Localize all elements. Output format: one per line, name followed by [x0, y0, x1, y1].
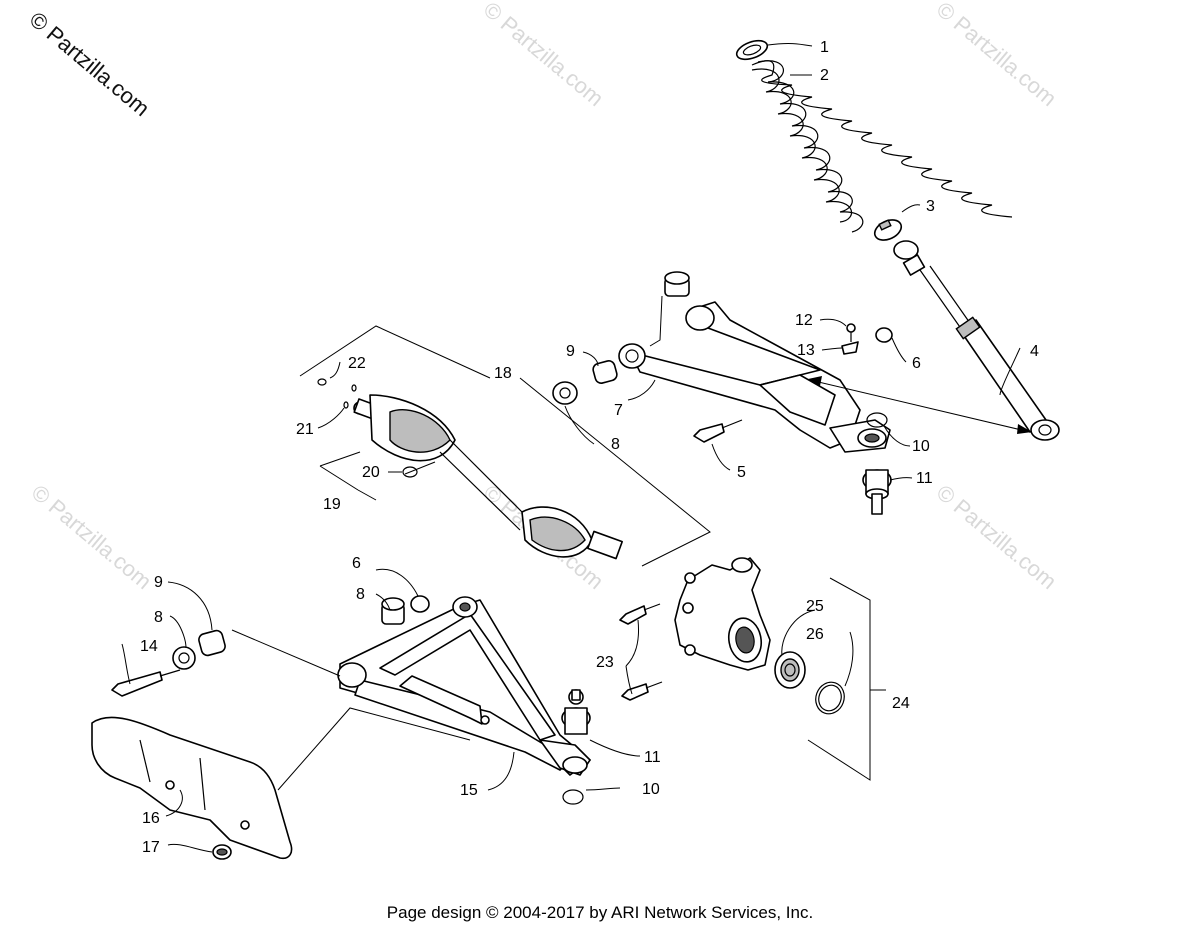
watermarks-faint: © Partzilla.com © Partzilla.com © Partzi… — [27, 0, 1062, 594]
bearing-25 — [774, 651, 806, 689]
callout-8-bolt: 8 — [154, 609, 163, 626]
callout-14: 14 — [140, 638, 158, 655]
nut-6-upper — [875, 327, 893, 343]
callout-8: 8 — [611, 436, 620, 453]
callout-21: 21 — [296, 421, 314, 438]
callout-26: 26 — [806, 626, 824, 643]
ring-20 — [402, 466, 418, 478]
watermark-main: © Partzilla.com — [25, 7, 155, 121]
callout-23: 23 — [596, 654, 614, 671]
callout-4: 4 — [1030, 343, 1039, 360]
bolt-17 — [212, 844, 232, 860]
bushing-9-lower — [198, 629, 226, 657]
watermark-text: © Partzilla.com — [27, 480, 157, 594]
steering-knuckle — [674, 557, 771, 671]
flange-8-upper — [552, 381, 578, 405]
drive-shaft — [353, 394, 623, 560]
callout-16: 16 — [142, 810, 160, 827]
snap-ring-26 — [815, 681, 845, 715]
callout-labels: 1 2 3 4 5 6 7 8 9 10 11 12 13 18 19 20 2… — [140, 39, 1039, 856]
callout-22: 22 — [348, 355, 366, 372]
shock-absorber — [893, 240, 1060, 441]
nut-6-lower — [410, 595, 430, 613]
callout-1: 1 — [820, 39, 829, 56]
callout-13: 13 — [797, 342, 815, 359]
callout-6-lower: 6 — [352, 555, 361, 572]
callout-6: 6 — [912, 355, 921, 372]
leader-lines — [121, 42, 1032, 853]
circlip-22 — [317, 378, 357, 392]
callout-8-lower: 8 — [356, 586, 365, 603]
clip-13 — [841, 341, 859, 355]
callout-24: 24 — [892, 695, 910, 712]
callout-17: 17 — [142, 839, 160, 856]
callout-25: 25 — [806, 598, 824, 615]
callout-3: 3 — [926, 198, 935, 215]
callout-10-lower: 10 — [642, 781, 660, 798]
callout-15: 15 — [460, 782, 478, 799]
shock-spring-retainer — [735, 39, 769, 61]
callout-5: 5 — [737, 464, 746, 481]
callout-7: 7 — [614, 402, 623, 419]
skid-plate — [91, 716, 293, 860]
callout-10: 10 — [912, 438, 930, 455]
callout-2: 2 — [820, 67, 829, 84]
watermark-main-text: © Partzilla.com — [25, 7, 155, 121]
bushing-9-upper — [592, 360, 618, 384]
circlip-10-lower — [562, 789, 584, 805]
callout-9: 9 — [566, 343, 575, 360]
bushing-top-lower — [381, 597, 405, 625]
callout-11: 11 — [916, 470, 933, 487]
bolt-5 — [693, 419, 743, 443]
callout-9-lower: 9 — [154, 574, 163, 591]
bolts-23 — [619, 603, 663, 701]
callout-11-lower: 11 — [644, 749, 661, 766]
callout-19: 19 — [323, 496, 341, 513]
callout-20: 20 — [362, 464, 380, 481]
circlip-10-upper — [866, 412, 888, 428]
upper-a-arm — [618, 301, 891, 453]
shock-retainer-lower — [873, 219, 903, 241]
shock-spring — [751, 60, 1013, 233]
callout-18: 18 — [494, 365, 512, 382]
callout-12: 12 — [795, 312, 813, 329]
flange-8-lower — [172, 646, 196, 670]
watermark-text: © Partzilla.com — [932, 0, 1062, 111]
watermark-text: © Partzilla.com — [479, 0, 609, 111]
footer-copyright: Page design © 2004-2017 by ARI Network S… — [387, 903, 813, 922]
bushing-top — [664, 271, 690, 297]
lower-a-arm — [337, 596, 591, 776]
ball-joint-11-upper — [862, 469, 892, 515]
bolt-14 — [111, 669, 181, 697]
screw-12 — [846, 323, 856, 342]
ball-joint-11-lower — [561, 689, 591, 735]
watermark-text: © Partzilla.com — [932, 480, 1062, 594]
clip-21 — [343, 401, 349, 409]
